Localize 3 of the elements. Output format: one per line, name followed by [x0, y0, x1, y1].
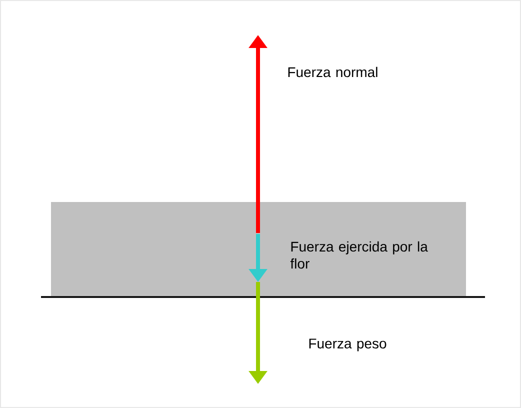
- force-label: Fuerza ejercida por la flor: [290, 241, 428, 269]
- force-label: Fuerza peso: [309, 338, 386, 352]
- force-label: Fuerza normal: [288, 66, 378, 78]
